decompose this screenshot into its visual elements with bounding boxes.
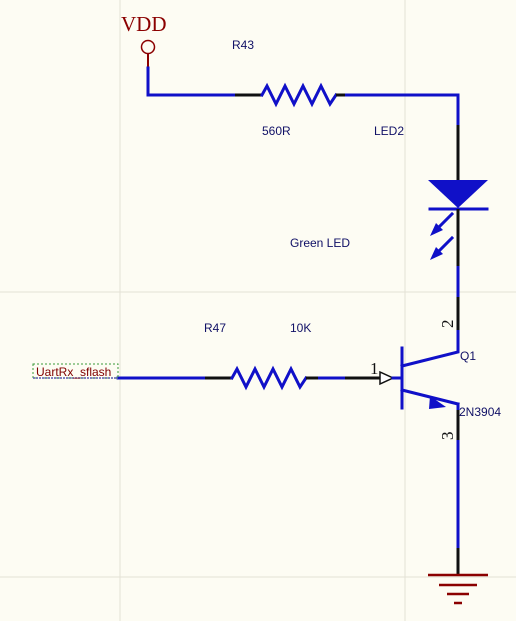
vdd-power-port[interactable]: VDD <box>121 12 167 68</box>
led-led2[interactable]: LED2 Green LED <box>290 124 489 266</box>
resistor-r47-zigzag-icon <box>229 365 309 391</box>
collector-lead <box>400 328 460 368</box>
resistor-r43[interactable]: R43 560R <box>232 38 345 138</box>
q1-pin-base: 1 <box>370 359 379 378</box>
diode-triangle-icon <box>428 180 488 208</box>
wire-vdd-r43 <box>146 66 237 97</box>
resistor-r43-zigzag-icon <box>259 82 339 108</box>
net-label-uartrx[interactable]: UartRx_sflash <box>32 363 119 379</box>
r43-value: 560R <box>262 124 291 138</box>
emitter-arrow-icon <box>429 396 446 409</box>
q1-pin-emitter: 3 <box>438 432 457 441</box>
r43-designator: R43 <box>232 38 254 52</box>
resistor-r47[interactable]: R47 10K <box>204 321 318 391</box>
q1-pin-collector: 2 <box>438 320 457 329</box>
q1-value: 2N3904 <box>459 405 501 419</box>
wire-r43-led2 <box>343 93 460 127</box>
wires <box>116 66 460 550</box>
vdd-label: VDD <box>121 12 167 36</box>
ground-symbol[interactable] <box>428 548 488 605</box>
base-pin-arrow-icon <box>379 370 395 386</box>
led2-value: Green LED <box>290 236 350 250</box>
q1-designator: Q1 <box>460 349 476 363</box>
led2-designator: LED2 <box>374 124 404 138</box>
transistor-q1[interactable]: 1 2 3 Q1 2N3904 <box>345 297 501 440</box>
net-label-text: UartRx_sflash <box>36 365 111 379</box>
power-port-circle-icon <box>140 39 156 55</box>
r47-designator: R47 <box>204 321 226 335</box>
light-emission-arrows-icon <box>430 211 455 260</box>
r47-value: 10K <box>290 321 311 335</box>
